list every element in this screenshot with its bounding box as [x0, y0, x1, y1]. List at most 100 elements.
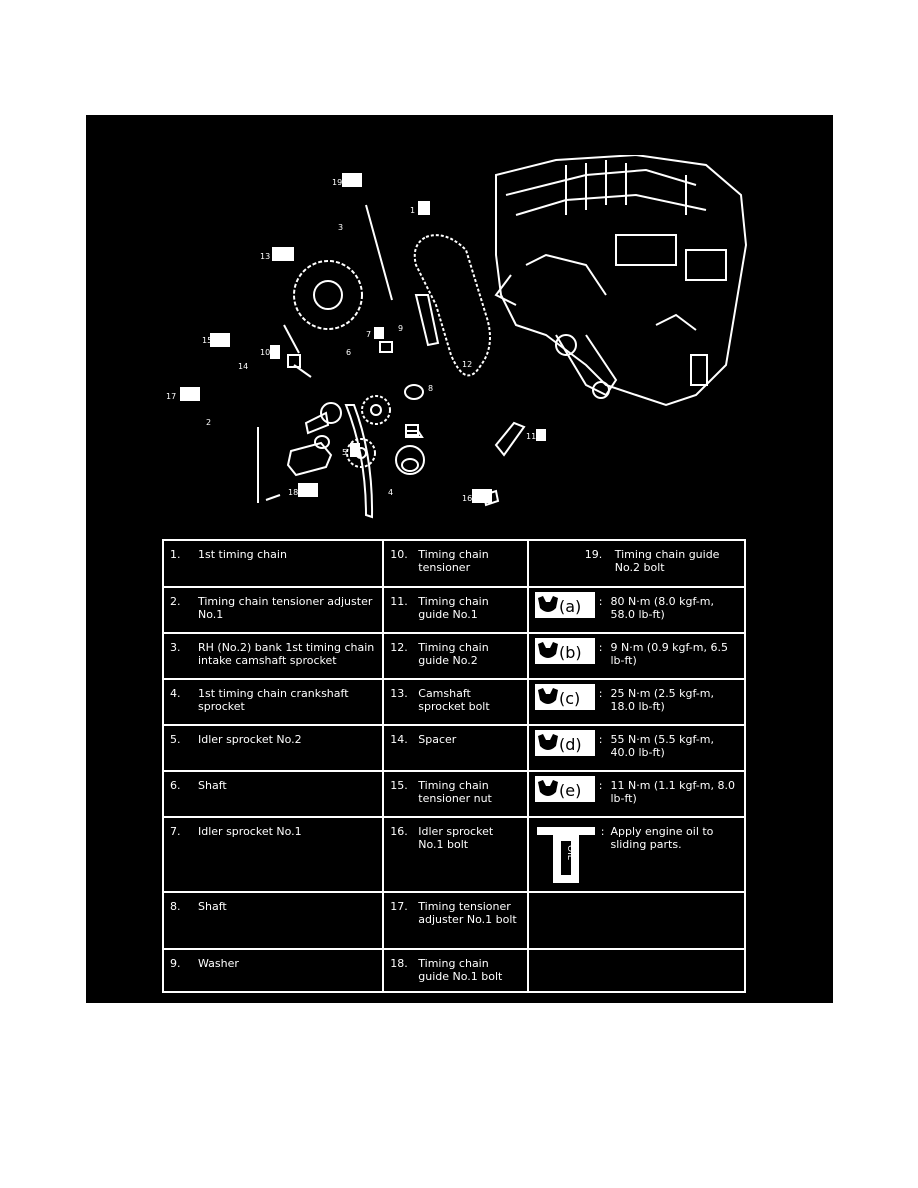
part-number: 13. [390, 687, 408, 700]
torque-code: (d) [559, 735, 582, 754]
torque-value: 11 N·m (1.1 kgf-m, 8.0 lb-ft) [610, 779, 735, 805]
legend-cell: 16. Idler sprocket No.1 bolt [382, 816, 529, 893]
callout-6: 6 [346, 348, 351, 357]
oil-spec-cell: OIL : Apply engine oil to sliding parts. [526, 816, 747, 893]
torque-value: 9 N·m (0.9 kgf-m, 6.5 lb-ft) [610, 641, 728, 667]
figure-panel: 19 1 3 13 7 9 12 15 10 14 8 17 2 6 5 4 1… [86, 115, 833, 1003]
callout-14: 14 [238, 362, 248, 371]
callout-13: 13 [260, 252, 270, 261]
callout-12: 12 [462, 360, 472, 369]
torque-value: 80 N·m (8.0 kgf-m, 58.0 lb-ft) [610, 595, 714, 621]
part-name: Timing chain tensioner nut [418, 779, 492, 805]
legend-cell: 17. Timing tensioner adjuster No.1 bolt [382, 891, 529, 950]
part-number: 4. [170, 687, 181, 700]
part-name: Idler sprocket No.1 [198, 825, 302, 838]
part-name: Shaft [198, 900, 227, 913]
legend-cell: 18. Timing chain guide No.1 bolt [382, 948, 529, 993]
parts-legend-table: 1. 1st timing chain 10. Timing chain tensi… [161, 539, 747, 993]
part-name: Timing chain guide No.1 bolt [418, 957, 503, 983]
chain-guide-illustration [494, 421, 526, 457]
torque-wrench-icon: (c) [534, 684, 595, 710]
part-number: 2. [170, 595, 181, 608]
legend-cell: 2. Timing chain tensioner adjuster No.1 [161, 586, 385, 634]
callout-18: 18 [288, 488, 298, 497]
part-name: Washer [198, 957, 239, 970]
torque-spec-cell: (a) : 80 N·m (8.0 kgf-m, 58.0 lb-ft) [526, 586, 747, 634]
legend-cell: 7. Idler sprocket No.1 [161, 816, 385, 893]
legend-cell: 11. Timing chain guide No.1 [382, 586, 529, 634]
idler-sprocket-no2-illustration [346, 438, 376, 468]
legend-cell: 13. Camshaft sprocket bolt [382, 678, 529, 726]
callout-8: 8 [428, 384, 433, 393]
part-number: 17. [390, 900, 408, 913]
torque-spec-cell: (d) : 55 N·m (5.5 kgf-m, 40.0 lb-ft) [526, 724, 747, 772]
callout-11: 11 [526, 432, 536, 441]
oil-label: OIL [565, 845, 575, 860]
callout-3: 3 [338, 223, 343, 232]
part-number: 10. [390, 548, 408, 561]
torque-wrench-icon: (d) [534, 730, 595, 756]
callout-19: 19 [332, 178, 342, 187]
callout-7: 7 [366, 330, 371, 339]
callout-17: 17 [166, 392, 176, 401]
timing-chain-illustration [413, 234, 491, 377]
legend-cell: 14. Spacer [382, 724, 529, 772]
torque-colon: : [598, 779, 603, 792]
oil-instruction: Apply engine oil to sliding parts. [610, 825, 714, 851]
callout-5: 5 [342, 448, 347, 457]
engine-block-illustration [494, 155, 748, 407]
part-name: 1st timing chain crankshaft sprocket [198, 687, 349, 713]
torque-value: 25 N·m (2.5 kgf-m, 18.0 lb-ft) [610, 687, 714, 713]
part-number: 14. [390, 733, 408, 746]
part-number: 1. [170, 548, 181, 561]
callout-10: 10 [260, 348, 270, 357]
torque-wrench-icon: (b) [534, 638, 595, 664]
part-number: 18. [390, 957, 408, 970]
part-number: 9. [170, 957, 181, 970]
part-name: Timing chain tensioner adjuster No.1 [198, 595, 373, 621]
part-name: 1st timing chain [198, 548, 287, 561]
idler-sprocket-no1-illustration [361, 395, 391, 425]
part-number: 11. [390, 595, 408, 608]
empty-cell [526, 891, 747, 950]
part-number: 3. [170, 641, 181, 654]
part-name: Spacer [418, 733, 457, 746]
torque-colon: : [598, 641, 603, 654]
part-name: Shaft [198, 779, 227, 792]
part-name: Timing tensioner adjuster No.1 bolt [418, 900, 517, 926]
callout-16: 16 [462, 494, 472, 503]
legend-cell: 1. 1st timing chain [161, 539, 385, 588]
part-name: Idler sprocket No.1 bolt [418, 825, 494, 851]
legend-cell: 12.Timing chain guide No.2 [382, 632, 529, 680]
camshaft-sprocket-illustration [293, 260, 363, 330]
torque-colon: : [598, 733, 603, 746]
part-number: 7. [170, 825, 181, 838]
torque-code: (a) [559, 597, 581, 616]
part-number: 16. [390, 825, 408, 838]
part-number: 6. [170, 779, 181, 792]
torque-value: 55 N·m (5.5 kgf-m, 40.0 lb-ft) [610, 733, 714, 759]
crankshaft-sprocket-illustration [395, 445, 425, 475]
empty-cell [526, 948, 747, 993]
legend-cell: 10. Timing chain tensioner [382, 539, 529, 588]
part-name: Timing chain guide No.2 bolt [614, 548, 720, 574]
torque-code: (b) [559, 643, 582, 662]
part-name: Timing chain guide No.1 [418, 595, 489, 621]
torque-wrench-icon: (e) [534, 776, 595, 802]
tensioner-adjuster-illustration [286, 441, 333, 477]
part-name: Timing chain guide No.2 [418, 641, 489, 667]
callout-2: 2 [206, 418, 211, 427]
torque-colon: : [598, 595, 603, 608]
part-number: 15. [390, 779, 408, 792]
callout-4: 4 [388, 488, 393, 497]
part-name: Idler sprocket No.2 [198, 733, 302, 746]
part-name: Timing chain tensioner [418, 548, 489, 574]
oil-colon: : [600, 825, 605, 838]
part-number: 8. [170, 900, 181, 913]
part-name: Camshaft sprocket bolt [418, 687, 490, 713]
part-number: 5. [170, 733, 181, 746]
torque-spec-cell: (c) : 25 N·m (2.5 kgf-m, 18.0 lb-ft) [526, 678, 747, 726]
legend-cell: 9. Washer [161, 948, 385, 993]
torque-spec-cell: (b) : 9 N·m (0.9 kgf-m, 6.5 lb-ft) [526, 632, 747, 680]
callout-15: 15 [202, 336, 212, 345]
